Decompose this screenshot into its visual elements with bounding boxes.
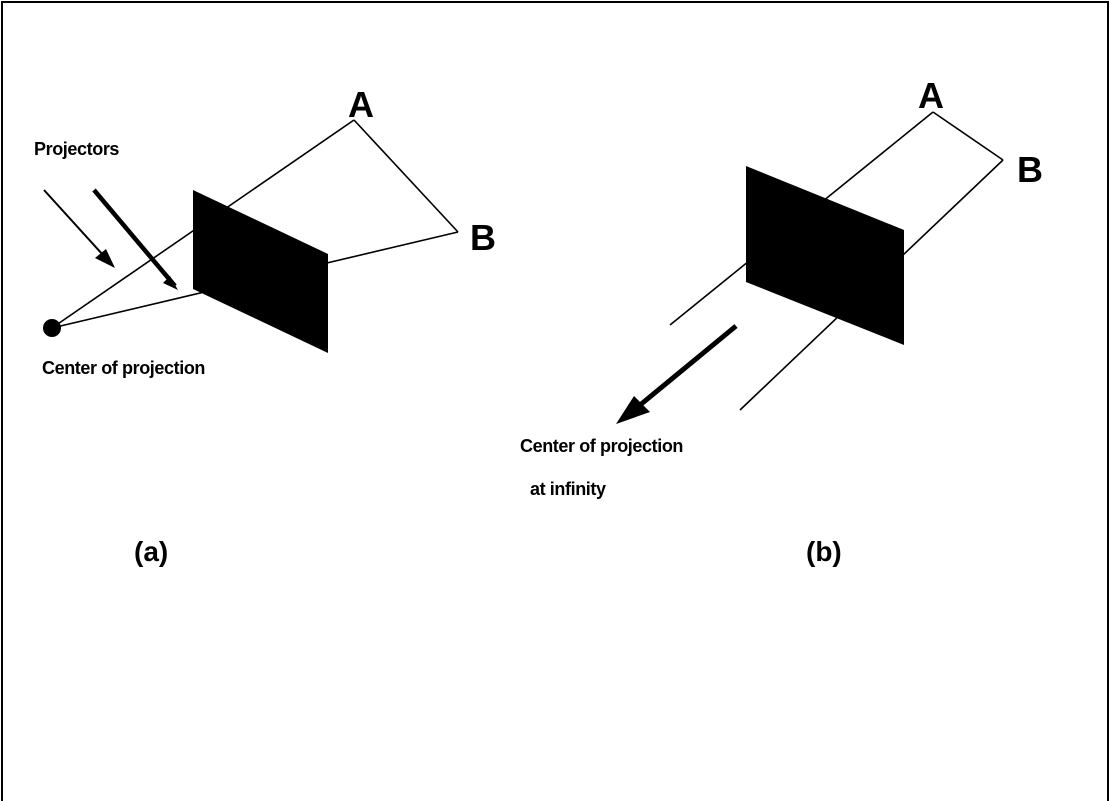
projectors-label: Projectors [34, 139, 119, 159]
projection-direction-arrow [632, 324, 738, 412]
center-at-infinity-label-line1: Center of projection [520, 436, 683, 456]
projection-plane-b [746, 166, 904, 345]
panel-a-caption: (a) [134, 536, 168, 567]
point-a-label-b: A [918, 75, 944, 116]
projection-direction-arrowhead [616, 396, 650, 424]
center-at-infinity-label-line2: at infinity [530, 479, 606, 499]
center-of-projection-label: Center of projection [42, 358, 205, 378]
panel-b: A B Center of projection at infinity (b) [520, 75, 1043, 567]
point-a-label: A [348, 84, 374, 125]
point-b-label-b: B [1017, 149, 1043, 190]
panel-b-caption: (b) [806, 536, 842, 567]
projection-plane [193, 190, 328, 353]
projectors-arrow-2 [92, 188, 177, 288]
point-b-label: B [470, 217, 496, 258]
segment-ab-b [932, 111, 1004, 161]
segment-ab [353, 119, 459, 233]
panel-a: A B Projectors Center of projection (a) [34, 84, 496, 567]
projectors-arrowhead-1 [95, 249, 115, 268]
center-of-projection-dot [43, 319, 61, 337]
projectors-arrowhead-2 [163, 276, 178, 290]
